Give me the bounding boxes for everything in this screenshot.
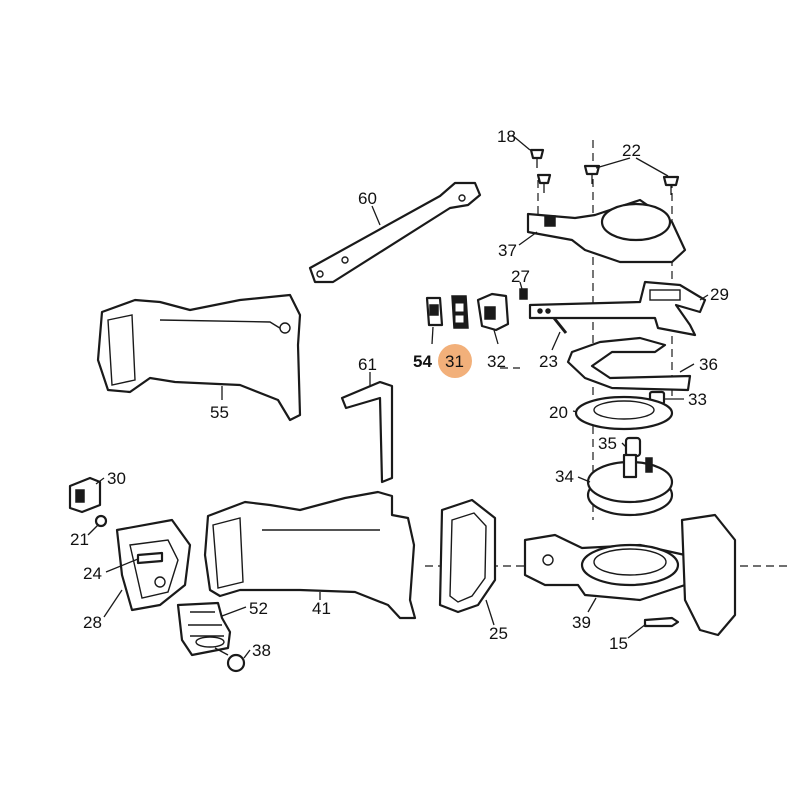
label-21: 21 <box>70 530 89 549</box>
part-61-hex-key[interactable] <box>340 380 394 484</box>
part-labels: 18 22 60 37 27 29 54 31 32 23 36 61 55 3… <box>70 127 729 660</box>
label-22: 22 <box>622 141 641 160</box>
part-36-gasket[interactable] <box>566 336 692 392</box>
part-28-end-cap[interactable] <box>115 518 192 612</box>
label-18: 18 <box>497 127 516 146</box>
label-52: 52 <box>249 599 268 618</box>
part-27-screw[interactable] <box>519 288 528 300</box>
part-25-gasket[interactable] <box>438 498 497 614</box>
part-35-spacer[interactable] <box>624 436 642 458</box>
part-55-housing[interactable] <box>96 293 302 422</box>
label-60: 60 <box>358 189 377 208</box>
part-41-housing[interactable] <box>203 490 417 620</box>
part-24-screw[interactable] <box>136 551 164 565</box>
label-29: 29 <box>710 285 729 304</box>
label-23: 23 <box>539 352 558 371</box>
part-37-plate[interactable] <box>526 198 687 264</box>
label-61: 61 <box>358 355 377 374</box>
label-54: 54 <box>413 352 432 371</box>
leader-lines <box>87 134 709 659</box>
label-35: 35 <box>598 434 617 453</box>
part-23-pin[interactable] <box>552 317 568 334</box>
part-30-block[interactable] <box>68 476 102 514</box>
label-36: 36 <box>699 355 718 374</box>
part-21-nut[interactable] <box>94 514 108 528</box>
part-52-switch[interactable] <box>176 601 232 657</box>
label-32: 32 <box>487 352 506 371</box>
part-22-screws[interactable] <box>583 157 680 195</box>
label-37: 37 <box>498 241 517 260</box>
label-34: 34 <box>555 467 574 486</box>
highlight-marker <box>438 344 472 378</box>
part-20-ring[interactable] <box>574 395 674 431</box>
part-29-bar[interactable] <box>528 280 707 337</box>
label-27: 27 <box>511 267 530 286</box>
part-54-brush[interactable] <box>425 296 444 327</box>
label-28: 28 <box>83 613 102 632</box>
part-39-gear-housing[interactable] <box>523 513 737 637</box>
label-24: 24 <box>83 564 102 583</box>
label-33: 33 <box>688 390 707 409</box>
part-60-strap[interactable] <box>308 181 482 284</box>
label-31: 31 <box>445 352 464 371</box>
part-38-screw[interactable] <box>214 647 246 673</box>
label-15: 15 <box>609 634 628 653</box>
label-39: 39 <box>572 613 591 632</box>
label-25: 25 <box>489 624 508 643</box>
part-32-brush-holder[interactable] <box>476 292 510 332</box>
part-18-screws[interactable] <box>529 148 552 193</box>
label-38: 38 <box>252 641 271 660</box>
part-31-brush[interactable] <box>451 295 469 329</box>
label-20: 20 <box>549 403 568 422</box>
label-41: 41 <box>312 599 331 618</box>
label-55: 55 <box>210 403 229 422</box>
label-30: 30 <box>107 469 126 488</box>
part-34-gear[interactable] <box>586 453 674 517</box>
part-15-screw[interactable] <box>643 616 680 628</box>
